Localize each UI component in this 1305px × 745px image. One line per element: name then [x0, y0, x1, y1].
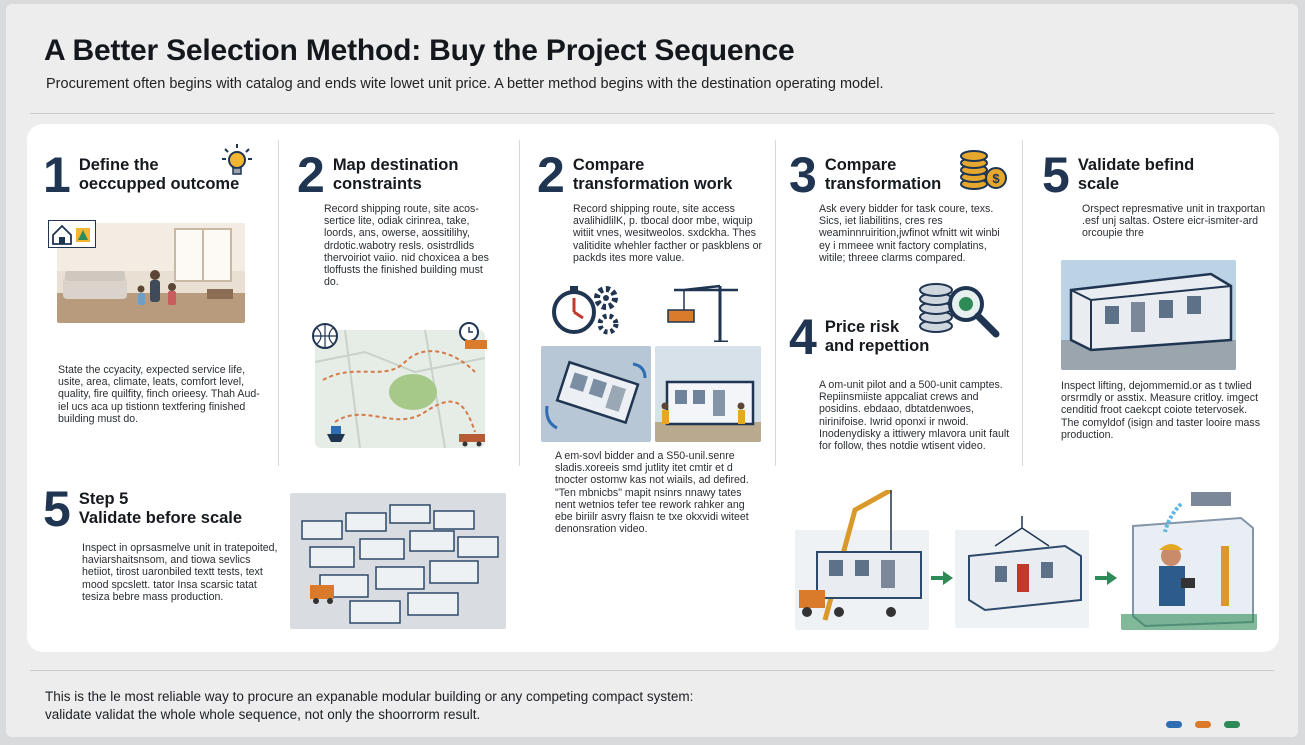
step-3-header: 2 Compare transformation work [537, 147, 733, 203]
step-number: 2 [297, 147, 325, 203]
footer-line-1: This is the le most reliable way to proc… [45, 689, 694, 704]
dot-blue [1166, 721, 1182, 728]
module-placement-illustration [955, 516, 1089, 628]
inspection-illustration [1121, 486, 1257, 630]
step-3-description: Record shipping route, site access avali… [573, 203, 763, 264]
step-4-header: 3 Compare transformation [789, 147, 942, 203]
step-5-header: 4 Price risk and repettion [789, 309, 930, 365]
column-divider [775, 140, 776, 466]
worksite-illustration [655, 346, 761, 442]
modular-building-illustration [1061, 260, 1236, 370]
step-heading: Step 5 Validate before scale [78, 490, 243, 527]
step-heading: Map destination constraints [332, 156, 459, 193]
arrow-right-icon [931, 570, 953, 586]
step-6-description: Orspect represmative unit in traxportan … [1082, 203, 1266, 240]
step-number: 1 [43, 147, 71, 203]
step-2-header: 2 Map destination constraints [297, 147, 459, 203]
footer-line-2: validate validat the whole whole sequenc… [45, 707, 481, 722]
step-number: 5 [43, 481, 71, 537]
step-4-description: Ask every bidder for task coure, texs. S… [819, 203, 1000, 264]
coin-stack-icon: $ [958, 150, 1008, 192]
step-number: 4 [789, 309, 817, 365]
step-1-header: 1 Define the oeccupped outcome [43, 147, 240, 203]
arrow-right-icon [1095, 570, 1117, 586]
page-title: A Better Selection Method: Buy the Proje… [44, 34, 795, 67]
step-5-description: A om-unit pilot and a 500-unit camptes. … [819, 379, 1010, 453]
step-heading: Validate befind scale [1077, 156, 1195, 193]
dot-orange [1195, 721, 1211, 728]
step-7-header: 5 Step 5 Validate before scale [43, 481, 243, 537]
module-flip-illustration [541, 346, 651, 442]
steps-panel: 1 Define the oeccupped outcome State the… [27, 124, 1279, 652]
lightbulb-icon [220, 142, 254, 178]
column-divider [1022, 140, 1023, 466]
svg-text:$: $ [992, 171, 1000, 186]
stopwatch-gears-icon [550, 280, 622, 338]
page-subtitle: Procurement often begins with catalog an… [46, 76, 884, 92]
crane-icon [664, 282, 740, 342]
step-heading: Compare transformation work [572, 156, 733, 193]
footer-text: This is the le most reliable way to proc… [45, 688, 693, 724]
step-heading: Define the oeccupped outcome [78, 156, 240, 193]
step-number: 3 [789, 147, 817, 203]
step-1-description: State the ccyacity, expected service lif… [58, 364, 260, 425]
coin-magnifier-icon [916, 272, 1002, 342]
column-divider [519, 140, 520, 466]
header-divider [30, 113, 1274, 114]
step-6-header: 5 Validate befind scale [1042, 147, 1195, 203]
step-number: 5 [1042, 147, 1070, 203]
dot-green [1224, 721, 1240, 728]
mass-production-illustration [290, 493, 506, 629]
footer-divider [30, 670, 1274, 671]
step-6-description-detail: Inspect lifting, dejommemid.or as t twli… [1061, 380, 1261, 441]
route-map-illustration [305, 322, 495, 454]
step-7-description: Inspect in oprsasmelve unit in tratepoit… [82, 542, 278, 603]
crane-lift-illustration [795, 490, 929, 630]
step-2-description: Record shipping route, site acos- sertic… [324, 203, 489, 289]
home-icon [48, 220, 96, 248]
column-divider [278, 140, 279, 466]
pagination-dots [1166, 721, 1240, 728]
step-heading: Compare transformation [824, 156, 942, 193]
step-3-description-detail: A em-sovl bidder and a S50-unil.senre sl… [555, 450, 749, 536]
step-number: 2 [537, 147, 565, 203]
step-heading: Price risk and repettion [824, 318, 930, 355]
